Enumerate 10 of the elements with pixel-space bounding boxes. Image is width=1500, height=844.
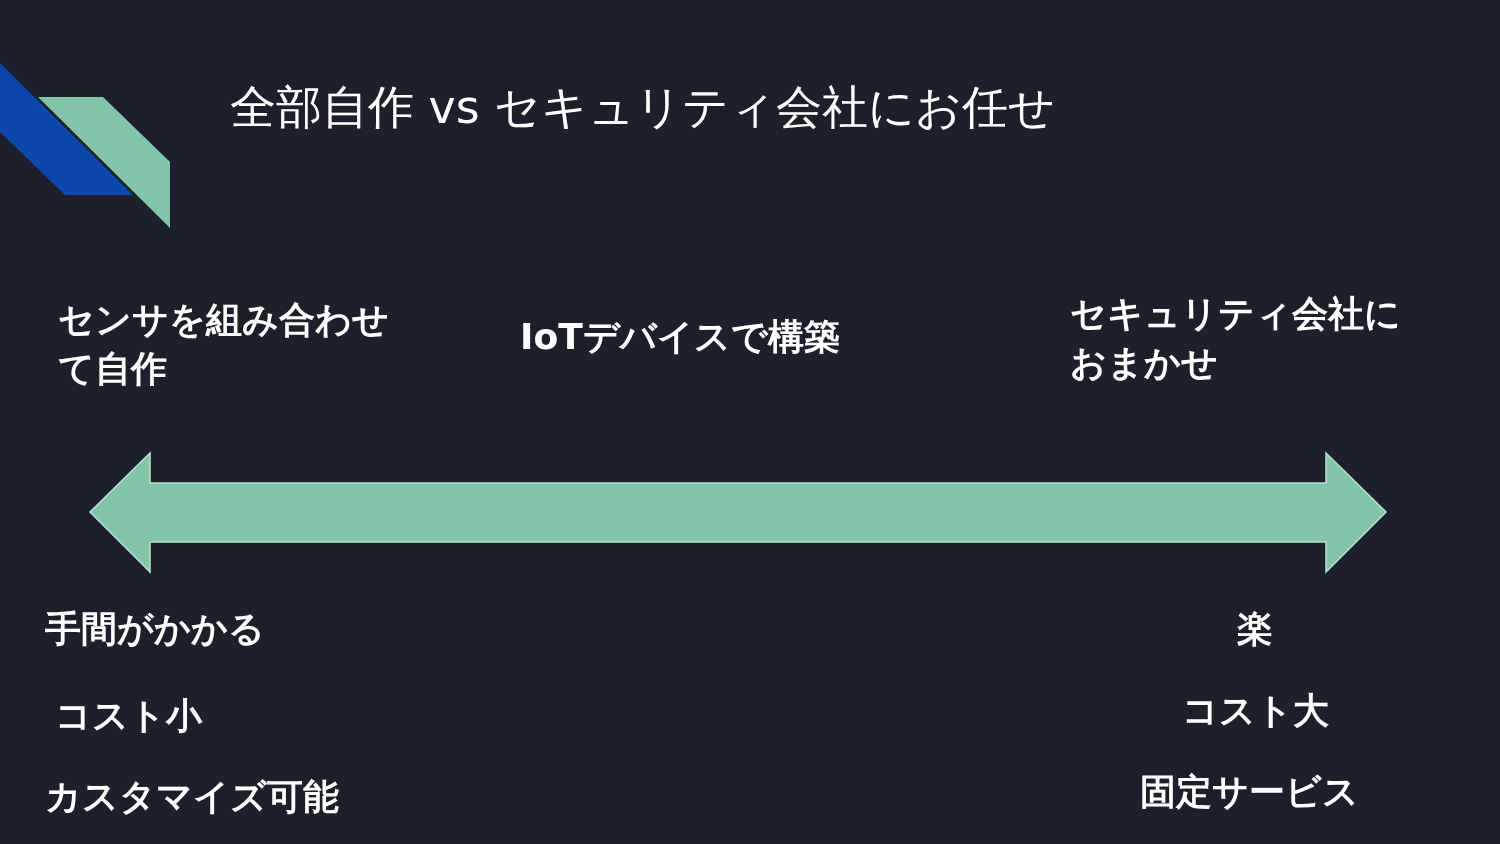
trait-label: カスタマイズ可能	[45, 776, 339, 817]
trait-label: コスト小	[55, 695, 202, 736]
trait-label: コスト大	[1181, 690, 1329, 731]
trait-label: 固定サービス	[1140, 771, 1359, 812]
slide-title: 全部自作 vs セキュリティ会社にお任せ	[230, 80, 1056, 136]
option-heading: IoTデバイスで構築	[520, 316, 840, 357]
option-heading: センサを組み合わせて自作	[58, 299, 389, 389]
trait-label: 楽	[1237, 608, 1273, 649]
option-heading: セキュリティ会社におまかせ	[1070, 293, 1401, 383]
trait-label: 手間がかかる	[45, 608, 265, 649]
